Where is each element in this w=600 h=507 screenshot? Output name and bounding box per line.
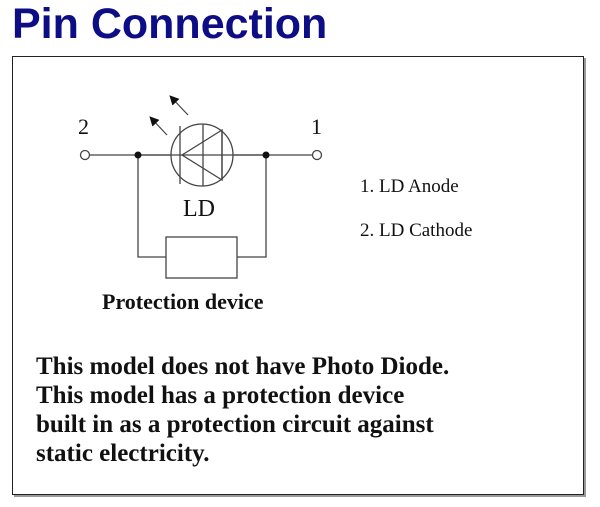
emission-arrow-icon [149, 116, 168, 136]
pin-1-terminal [311, 149, 323, 161]
node-dot-right [262, 151, 270, 159]
pin-legend-1: 1. LD Anode [360, 176, 459, 197]
notes: This model does not have Photo Diode. Th… [36, 352, 449, 468]
protection-device [165, 236, 238, 279]
pin-2-terminal [79, 149, 91, 161]
ld-label: LD [183, 196, 215, 222]
content-frame [12, 56, 584, 495]
diode-triangle [180, 128, 223, 182]
pin-1-label: 1 [311, 114, 322, 139]
protection-device-label: Protection device [102, 289, 264, 314]
wire-right-down [237, 155, 267, 258]
emission-arrow-icon [169, 95, 189, 116]
note-line: This model has a protection device [36, 382, 405, 409]
note-line: built in as a protection circuit against [36, 411, 434, 438]
pin-legend-2: 2. LD Cathode [360, 220, 473, 241]
wire-left-down [137, 155, 166, 258]
note-line: This model does not have Photo Diode. [36, 353, 450, 380]
node-dot-left [134, 151, 142, 159]
pin-2-label: 2 [78, 114, 89, 139]
page-title: Pin Connection [12, 0, 328, 48]
note-line: static electricity. [36, 440, 210, 467]
